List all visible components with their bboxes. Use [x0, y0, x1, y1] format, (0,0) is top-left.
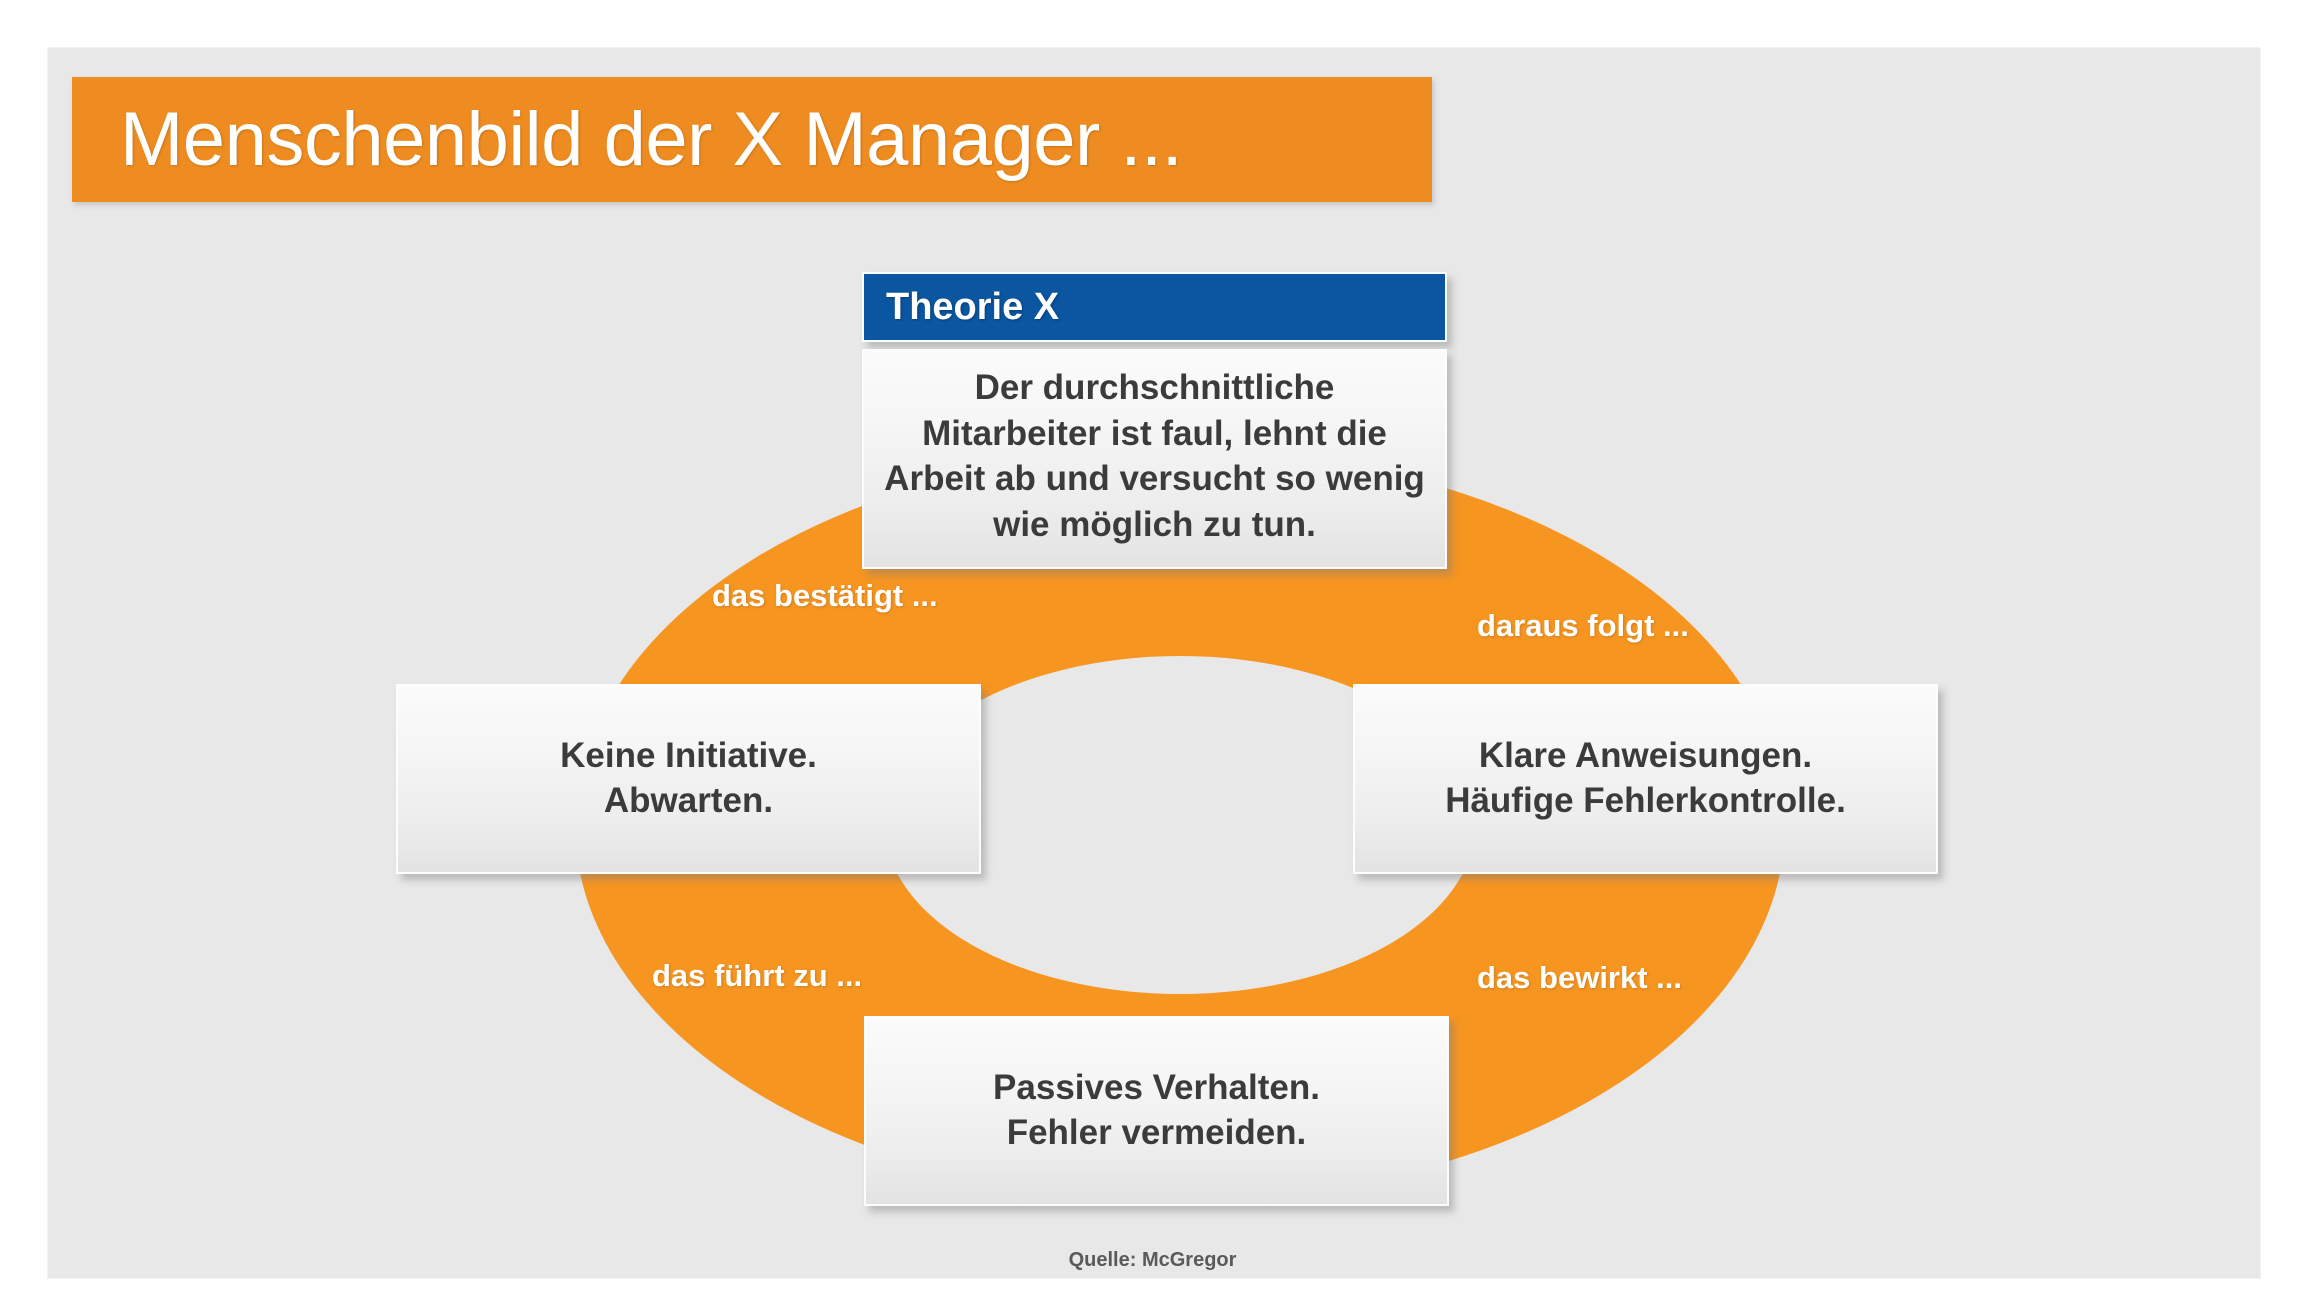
theory-x-header-label: Theorie X — [886, 286, 1060, 328]
cycle-card-right-line-2: Häufige Fehlerkontrolle. — [1445, 781, 1846, 820]
cycle-card-bottom: Passives Verhalten. Fehler vermeiden. — [864, 1016, 1449, 1206]
source-note: Quelle: McGregor — [1068, 1249, 1237, 1271]
slide-title-bar: Menschenbild der X Manager ... — [72, 77, 1432, 202]
ring-label-top-left: das bestätigt ... — [712, 578, 938, 613]
theory-x-body-text: Der durchschnittliche Mitarbeiter ist fa… — [884, 368, 1425, 544]
cycle-card-left-line-2: Abwarten. — [603, 781, 774, 820]
theory-x-body: Der durchschnittliche Mitarbeiter ist fa… — [862, 349, 1447, 569]
theory-x-header: Theorie X — [862, 272, 1447, 342]
theory-x-card: Theorie X Der durchschnittliche Mitarbei… — [862, 272, 1447, 569]
cycle-card-left: Keine Initiative. Abwarten. — [396, 684, 981, 874]
cycle-card-bottom-line-2: Fehler vermeiden. — [1006, 1113, 1307, 1152]
cycle-card-right-line-1: Klare Anweisungen. — [1478, 736, 1813, 776]
ring-label-bottom-left: das führt zu ... — [652, 958, 863, 993]
page-title: Menschenbild der X Manager ... — [120, 96, 1183, 182]
cycle-card-right: Klare Anweisungen. Häufige Fehlerkontrol… — [1353, 684, 1938, 874]
cycle-card-left-line-1: Keine Initiative. — [560, 736, 817, 776]
ring-label-top-right: daraus folgt ... — [1477, 608, 1689, 643]
ring-label-bottom-right: das bewirkt ... — [1477, 960, 1683, 995]
cycle-card-bottom-line-1: Passives Verhalten. — [993, 1068, 1320, 1108]
